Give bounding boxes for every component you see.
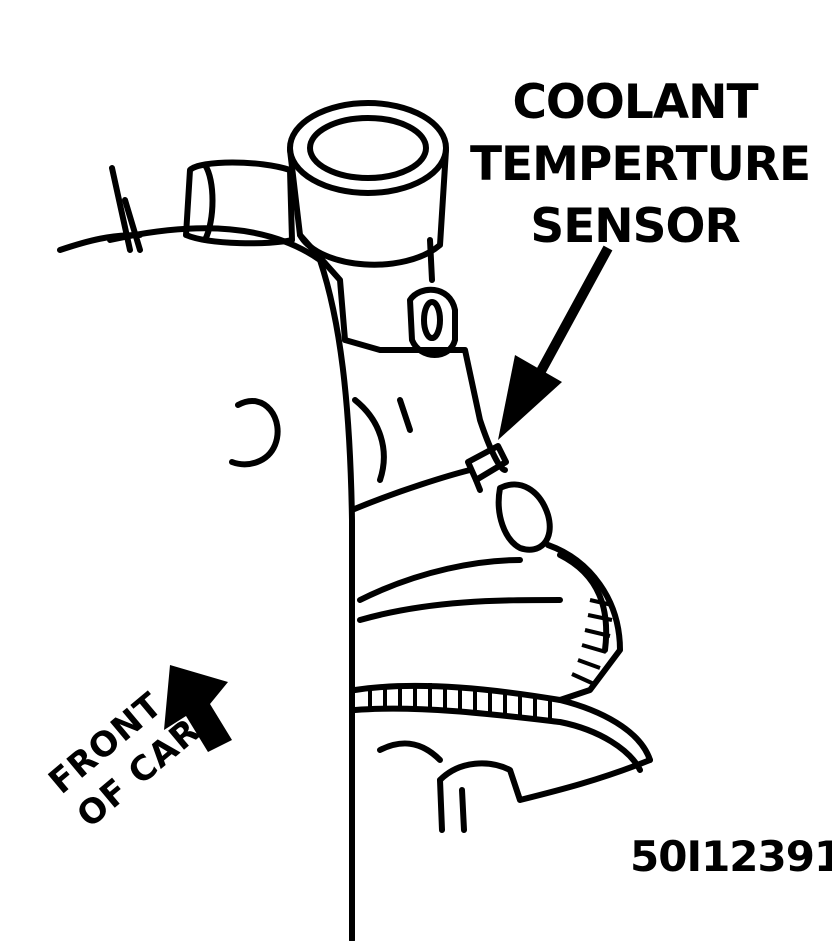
- front-of-car-arrow: [164, 665, 232, 752]
- callout-line-3: SENSOR: [530, 199, 740, 254]
- wiring-harness: [352, 682, 653, 763]
- figure-id: 50I12391: [630, 832, 832, 881]
- temperature-sensor: [465, 443, 509, 483]
- callout-line-1: COOLANT: [512, 75, 758, 130]
- callout-line-2: TEMPERTURE: [470, 137, 811, 192]
- coolant-sensor-callout: COOLANT TEMPERTURE SENSOR: [470, 72, 811, 258]
- sensor-connector: [495, 481, 553, 553]
- callout-arrow-head: [498, 355, 562, 440]
- engine-block: [107, 225, 355, 943]
- outlet-pipe: [183, 159, 295, 247]
- block-port: [229, 398, 281, 468]
